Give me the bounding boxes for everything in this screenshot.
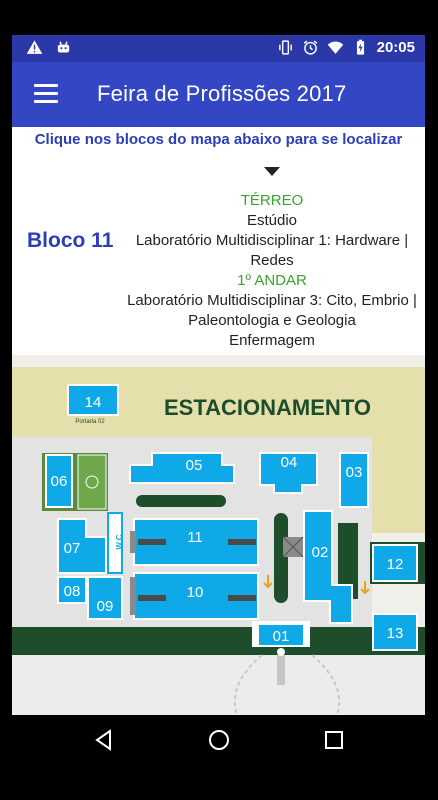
campus-map[interactable]: ESTACIONAMENTO 14 Portaria 02 06 05 bbox=[12, 355, 425, 715]
corridor-strip bbox=[138, 595, 166, 601]
block-04[interactable]: 04 bbox=[259, 452, 318, 494]
selected-block-name: Bloco 11 bbox=[27, 229, 114, 252]
status-time: 20:05 bbox=[376, 39, 415, 56]
status-bar: 20:05 bbox=[12, 35, 425, 62]
hedge-bar bbox=[274, 513, 288, 603]
block-10[interactable]: 10 bbox=[130, 572, 259, 620]
floor-title: 1º ANDAR bbox=[237, 272, 307, 289]
block-06-label: 06 bbox=[51, 473, 68, 490]
room-item: Enfermagem bbox=[229, 332, 315, 349]
vibrate-icon bbox=[278, 40, 292, 55]
stair-icon bbox=[130, 577, 136, 615]
hedge-bar bbox=[338, 523, 358, 599]
block-13-label: 13 bbox=[387, 625, 404, 642]
block-11[interactable]: 11 bbox=[130, 518, 259, 566]
block-08-label: 08 bbox=[64, 583, 81, 600]
room-item: Laboratório Multidisciplinar 3: Cito, Em… bbox=[127, 292, 417, 329]
block-05[interactable]: 05 bbox=[129, 452, 235, 484]
block-10-label: 10 bbox=[187, 584, 204, 601]
hedge-bar bbox=[136, 495, 226, 507]
corridor-strip bbox=[228, 539, 256, 545]
corridor-strip bbox=[228, 595, 256, 601]
court-field bbox=[77, 454, 107, 510]
android-icon bbox=[57, 41, 70, 53]
block-info-panel: Clique nos blocos do mapa abaixo para se… bbox=[12, 127, 425, 355]
back-icon[interactable] bbox=[92, 728, 116, 752]
block-12-label: 12 bbox=[387, 556, 404, 573]
entrance-marker bbox=[277, 648, 285, 656]
app-bar: Feira de Profissões 2017 bbox=[12, 62, 425, 127]
room-item: Estúdio bbox=[246, 212, 298, 229]
arrow-down-icon bbox=[264, 167, 280, 176]
block-06[interactable]: 06 bbox=[45, 454, 73, 508]
block-01-label: 01 bbox=[273, 628, 290, 645]
block-14-label: 14 bbox=[85, 394, 102, 411]
side-sand-area bbox=[372, 437, 425, 533]
warning-icon bbox=[26, 40, 43, 54]
direction-arrow-icon bbox=[263, 575, 273, 589]
floor-list: TÉRREO Estúdio Laboratório Multidiscipli… bbox=[122, 191, 422, 351]
block-07[interactable]: 07 bbox=[57, 518, 107, 574]
block-09[interactable]: 09 bbox=[87, 576, 123, 620]
floor-title: TÉRREO bbox=[240, 192, 304, 209]
map-hint: Clique nos blocos do mapa abaixo para se… bbox=[34, 131, 403, 148]
stair-icon bbox=[130, 531, 136, 553]
block-02[interactable]: 02 bbox=[303, 510, 353, 624]
stair-cross bbox=[282, 536, 304, 558]
block-14[interactable]: 14 bbox=[67, 384, 119, 416]
court-circle bbox=[85, 475, 99, 489]
block-12[interactable]: 12 bbox=[370, 542, 425, 584]
home-icon[interactable] bbox=[207, 728, 231, 752]
battery-charging-icon bbox=[356, 39, 364, 55]
block-04-label: 04 bbox=[281, 454, 298, 471]
block-08[interactable]: 08 bbox=[57, 576, 87, 604]
block-03-label: 03 bbox=[346, 464, 363, 481]
alarm-icon bbox=[303, 40, 317, 55]
parking-label: ESTACIONAMENTO bbox=[164, 395, 371, 420]
recents-icon[interactable] bbox=[322, 728, 346, 752]
walkway-curve bbox=[233, 654, 263, 715]
block-09-label: 09 bbox=[97, 598, 114, 615]
road-strip bbox=[12, 627, 425, 655]
wc-label: W.C bbox=[115, 534, 124, 549]
navigation-bar bbox=[0, 715, 438, 765]
entrance-plaza bbox=[12, 655, 425, 715]
portaria-label: Portaria 02 bbox=[75, 419, 105, 425]
wc-block[interactable]: W.C bbox=[107, 512, 124, 574]
app-title: Feira de Profissões 2017 bbox=[97, 81, 347, 106]
entrance-path bbox=[277, 655, 285, 685]
walkway-curve bbox=[311, 654, 341, 715]
corridor-strip bbox=[138, 539, 166, 545]
block-05-label: 05 bbox=[186, 457, 203, 474]
block-07-label: 07 bbox=[64, 540, 81, 557]
direction-arrow-icon bbox=[360, 581, 370, 595]
hamburger-menu-icon[interactable] bbox=[34, 84, 58, 104]
block-13[interactable]: 13 bbox=[372, 613, 418, 651]
block-02-label: 02 bbox=[312, 544, 329, 561]
wifi-icon bbox=[327, 41, 343, 54]
block-11-label: 11 bbox=[187, 529, 203, 546]
block-01[interactable]: 01 bbox=[252, 621, 310, 647]
campus-map-svg[interactable]: ESTACIONAMENTO 14 Portaria 02 06 05 bbox=[12, 355, 425, 715]
room-item: Laboratório Multidisciplinar 1: Hardware… bbox=[135, 232, 409, 269]
block-03[interactable]: 03 bbox=[339, 452, 369, 508]
